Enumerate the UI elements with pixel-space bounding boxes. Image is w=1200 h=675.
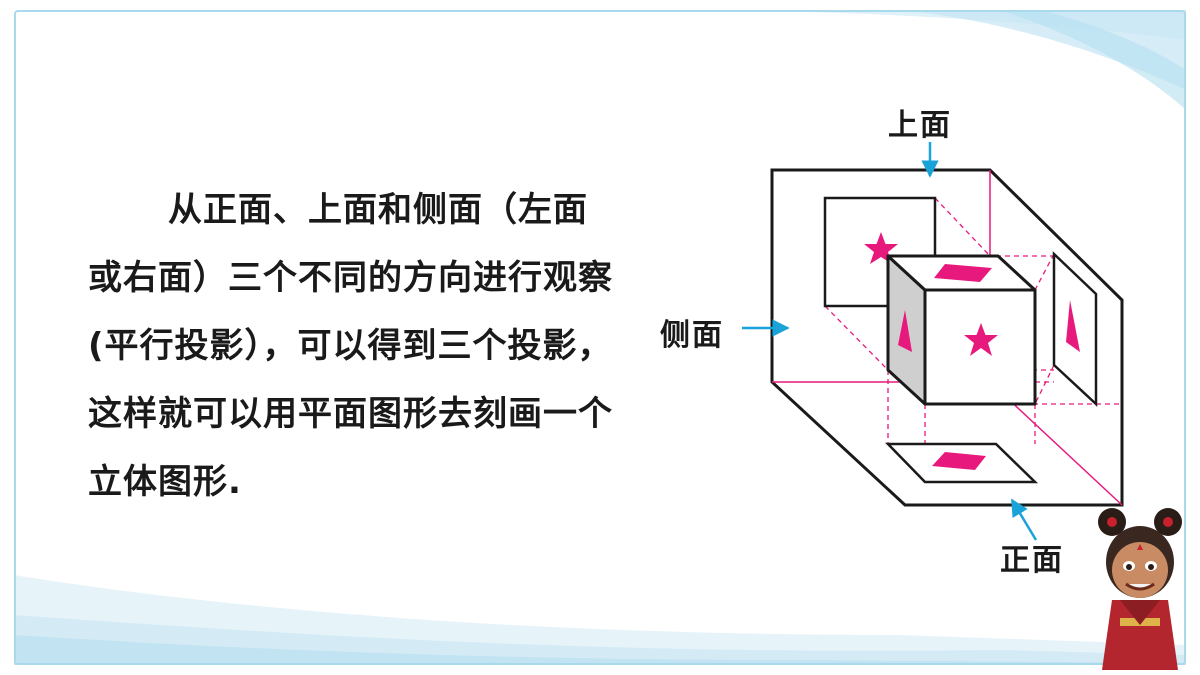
side-view-projection	[1052, 251, 1098, 407]
label-front: 正面	[1000, 543, 1064, 578]
star-icon	[864, 232, 898, 264]
arrow-front	[1010, 498, 1038, 541]
star-icon	[964, 323, 998, 356]
cartoon-character-icon	[1098, 508, 1182, 670]
triangle-icon	[1066, 300, 1080, 352]
rhombus-icon	[932, 452, 986, 470]
front-view-projection	[885, 442, 1039, 484]
slide-frame	[14, 10, 1186, 665]
label-side: 侧面	[660, 318, 724, 353]
description-paragraph: 从正面、上面和侧面（左面或右面）三个不同的方向进行观察(平行投影），可以得到三个…	[88, 190, 613, 502]
label-top: 上面	[888, 108, 952, 143]
triangle-icon	[898, 310, 912, 352]
rhombus-icon	[934, 264, 992, 282]
